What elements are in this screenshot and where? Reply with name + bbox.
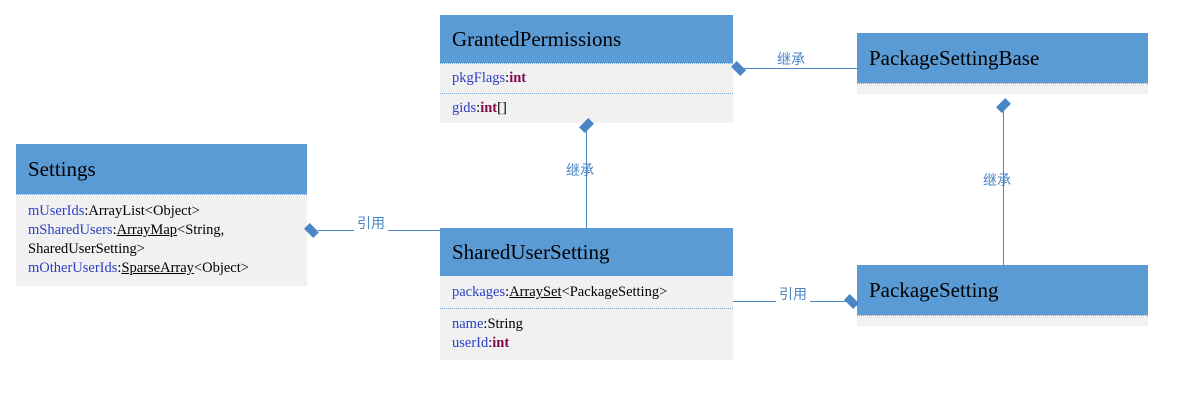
attribute-type-suffix: <PackageSetting> [561, 284, 668, 301]
class-body-settings: mUserIds:ArrayList<Object> mSharedUsers:… [16, 194, 307, 287]
attribute-type: ArrayList<Object> [88, 203, 200, 220]
attribute-compartment: gids:int[] [440, 93, 733, 123]
attribute-separator: : [505, 70, 510, 87]
connector-label-inheritance-horizontal: 继承 [774, 52, 808, 68]
attribute-compartment [857, 315, 1148, 326]
connector-diamond-package-setting-base-bottom [996, 98, 1011, 113]
connector-line-package-setting-package-setting-base [1003, 108, 1004, 265]
attribute-type: int [492, 335, 510, 352]
attribute-row: name:String [452, 315, 727, 334]
class-body-shared-user-setting: packages:ArraySet<PackageSetting> name:S… [440, 276, 733, 361]
attribute-name: userId [452, 335, 489, 352]
class-body-package-setting [857, 315, 1148, 327]
attribute-row: mOtherUserIds:SparseArray<Object> [28, 259, 301, 278]
attribute-type: int [509, 70, 527, 87]
attribute-compartment: packages:ArraySet<PackageSetting> [440, 276, 733, 308]
attribute-row: userId:int [452, 334, 727, 353]
attribute-compartment [857, 83, 1148, 94]
class-box-settings[interactable]: Settings mUserIds:ArrayList<Object> mSha… [16, 144, 307, 287]
attribute-separator: : [117, 260, 122, 277]
class-box-shared-user-setting[interactable]: SharedUserSetting packages:ArraySet<Pack… [440, 228, 733, 361]
attribute-separator: : [505, 284, 510, 301]
attribute-row: pkgFlags:int [452, 69, 727, 88]
attribute-name: mUserIds [28, 203, 85, 220]
attribute-row: mUserIds:ArrayList<Object> [28, 202, 301, 221]
connector-label-inheritance-vertical-left: 继承 [566, 163, 594, 179]
attribute-name: packages [452, 284, 506, 301]
attribute-name: mOtherUserIds [28, 260, 118, 277]
attribute-name: name [452, 316, 484, 333]
connector-diamond-granted-permissions [731, 61, 746, 76]
attribute-type: ArrayMap [116, 222, 178, 239]
attribute-compartment: pkgFlags:int [440, 63, 733, 93]
class-title-package-setting-base: PackageSettingBase [857, 33, 1148, 84]
connector-label-reference-right: 引用 [776, 287, 810, 303]
attribute-type-suffix: <String, SharedUserSetting> [28, 222, 225, 258]
class-title-settings: Settings [16, 144, 307, 195]
attribute-type: SparseArray [121, 260, 194, 277]
attribute-name: pkgFlags [452, 70, 506, 87]
attribute-name: gids [452, 100, 477, 117]
attribute-separator: : [483, 316, 488, 333]
attribute-type: String [487, 316, 523, 333]
class-body-granted-permissions: pkgFlags:int gids:int[] [440, 63, 733, 124]
attribute-separator: : [476, 100, 481, 117]
attribute-type: int [480, 100, 498, 117]
attribute-separator: : [112, 222, 117, 239]
class-box-package-setting-base[interactable]: PackageSettingBase [857, 33, 1148, 95]
attribute-compartment: mUserIds:ArrayList<Object> mSharedUsers:… [16, 194, 307, 286]
attribute-type-suffix: <Object> [193, 260, 249, 277]
class-title-granted-permissions: GrantedPermissions [440, 15, 733, 64]
attribute-compartment: name:String userId:int [440, 308, 733, 360]
attribute-separator: : [488, 335, 493, 352]
attribute-separator: : [84, 203, 89, 220]
connector-line-granted-permissions-package-setting-base [739, 68, 857, 69]
attribute-row: packages:ArraySet<PackageSetting> [452, 283, 727, 302]
connector-line-shared-user-setting-granted-permissions [586, 126, 587, 228]
class-body-package-setting-base [857, 83, 1148, 95]
attribute-row: mSharedUsers:ArrayMap<String, SharedUser… [28, 221, 301, 259]
attribute-type-suffix: [] [497, 100, 507, 117]
class-box-package-setting[interactable]: PackageSetting [857, 265, 1148, 327]
class-box-granted-permissions[interactable]: GrantedPermissions pkgFlags:int gids:int… [440, 15, 733, 124]
attribute-type: ArraySet [509, 284, 562, 301]
connector-label-inheritance-vertical-right: 继承 [983, 173, 1011, 189]
attribute-name: mSharedUsers [28, 222, 113, 239]
attribute-row: gids:int[] [452, 99, 727, 118]
connector-label-reference-left: 引用 [354, 216, 388, 232]
class-title-shared-user-setting: SharedUserSetting [440, 228, 733, 277]
class-title-package-setting: PackageSetting [857, 265, 1148, 316]
